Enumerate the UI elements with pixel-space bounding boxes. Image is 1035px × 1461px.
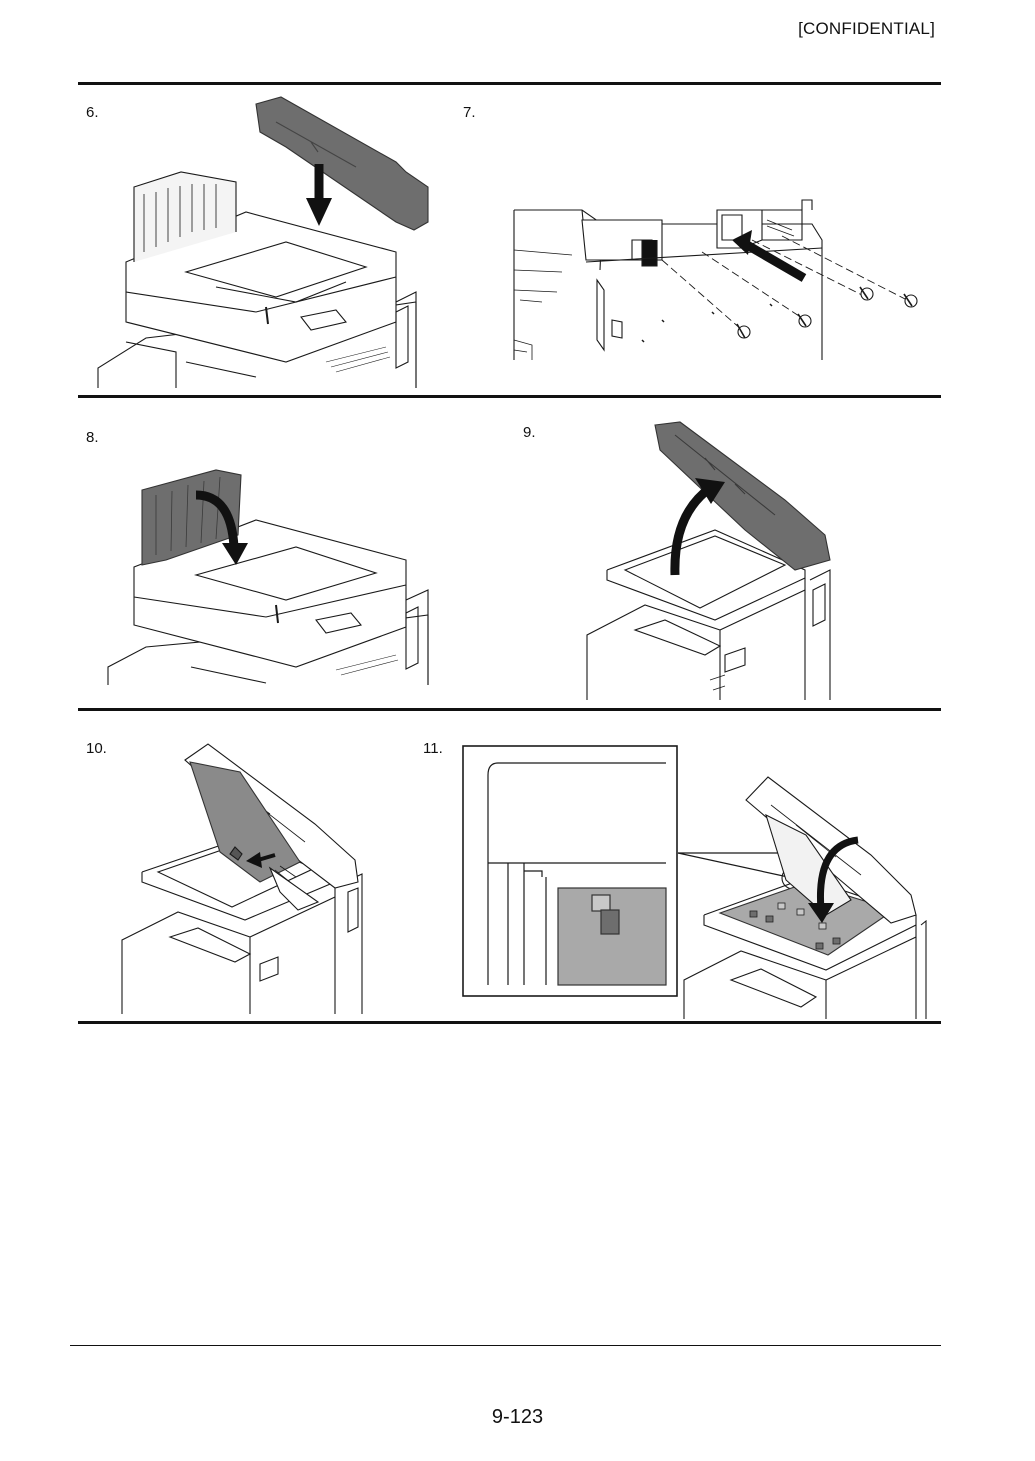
step-11-number: 11. [423,740,443,757]
step-10-number: 10. [86,740,107,757]
confidential-header: [CONFIDENTIAL] [798,19,935,38]
section-rule-2 [78,708,941,711]
step-6-number: 6. [86,104,99,121]
step-6-figure [96,92,436,388]
step-11-detail-inset [462,745,678,997]
step-8-number: 8. [86,429,99,446]
step-10-figure [120,742,370,1014]
step-9-figure [585,420,835,700]
page-number: 9-123 [491,1406,544,1428]
footer-rule [70,1345,941,1346]
step-7-figure [512,199,922,365]
step-11-figure [676,775,928,1019]
section-rule-bottom [78,1021,941,1024]
step-9-number: 9. [523,424,536,441]
section-rule-top [78,82,941,85]
step-7-number: 7. [463,104,476,121]
section-rule-1 [78,395,941,398]
step-8-figure [106,435,436,685]
